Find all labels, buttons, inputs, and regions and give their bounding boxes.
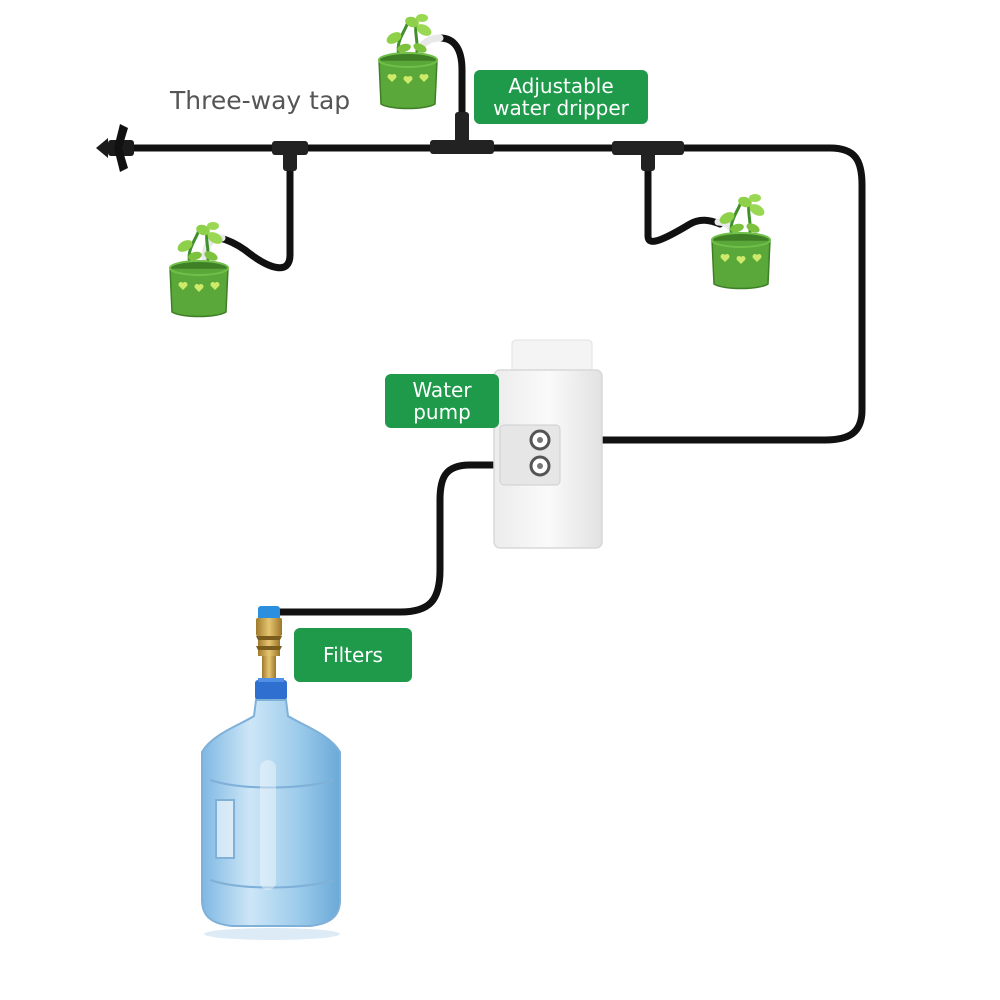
plant-pot-icon: [377, 12, 439, 110]
tap-icon: [96, 124, 134, 172]
dripper-label-line2: water dripper: [493, 96, 629, 120]
plant-pot-icon: [710, 192, 772, 290]
tee-connectors: [272, 112, 684, 171]
main-tube: [116, 34, 866, 616]
filters-label: Filters: [294, 628, 412, 682]
adjustable-water-dripper-label: Adjustable water dripper: [474, 70, 648, 124]
dripper-label-line1: Adjustable: [508, 74, 614, 98]
filter-icon: [256, 606, 282, 680]
three-way-tap-label: Three-way tap: [170, 86, 351, 115]
water-pump-icon: [493, 339, 603, 549]
water-bottle-icon: [201, 678, 341, 940]
water-pump-label: Water pump: [385, 374, 499, 428]
plant-pot-icon: [168, 220, 230, 318]
pump-label-line2: pump: [413, 400, 471, 424]
pump-label-line1: Water: [412, 378, 472, 402]
